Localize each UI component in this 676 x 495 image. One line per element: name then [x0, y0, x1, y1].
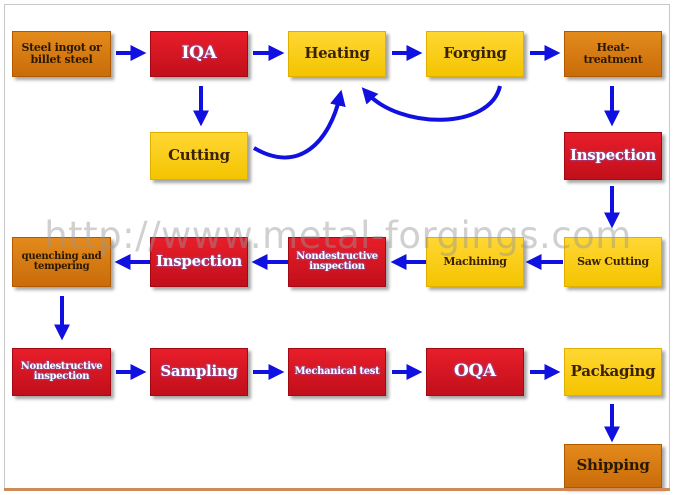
- bottom-rule: [4, 488, 670, 491]
- node-nondestructive-1: Nondestructive inspection: [288, 237, 386, 287]
- node-machining: Machining: [426, 237, 524, 287]
- node-heat-treatment-label: Heat-treatment: [583, 41, 643, 66]
- node-shipping: Shipping: [564, 444, 662, 488]
- node-mechanical-test-label: Mechanical test: [294, 365, 380, 377]
- node-nondestructive-2-label: Nondestructive inspection: [20, 360, 103, 382]
- node-heat-treatment: Heat-treatment: [564, 31, 662, 77]
- node-nondestructive-2: Nondestructive inspection: [12, 348, 111, 396]
- node-inspection-2: Inspection: [150, 237, 248, 287]
- node-inspection-1: Inspection: [564, 132, 662, 180]
- node-steel-ingot: Steel ingot or billet steel: [12, 31, 111, 77]
- node-heating: Heating: [288, 31, 386, 77]
- node-mechanical-test: Mechanical test: [288, 348, 386, 396]
- node-quenching-label: quenching and tempering: [21, 250, 102, 272]
- node-sampling-label: Sampling: [160, 362, 238, 381]
- node-oqa: OQA: [426, 348, 524, 396]
- node-packaging-label: Packaging: [570, 362, 656, 381]
- node-forging: Forging: [426, 31, 524, 77]
- node-sampling: Sampling: [150, 348, 248, 396]
- arrow-cutting-to-heating: [252, 89, 346, 160]
- node-saw-cutting: Saw Cutting: [564, 237, 662, 287]
- node-oqa-label: OQA: [454, 361, 496, 382]
- node-shipping-label: Shipping: [576, 456, 650, 475]
- node-machining-label: Machining: [443, 255, 507, 269]
- node-inspection-1-label: Inspection: [569, 146, 657, 165]
- node-cutting: Cutting: [150, 132, 248, 180]
- node-cutting-label: Cutting: [168, 146, 230, 165]
- node-iqa: IQA: [150, 31, 248, 77]
- node-quenching: quenching and tempering: [12, 237, 111, 287]
- node-nondestructive-1-label: Nondestructive inspection: [296, 250, 378, 272]
- node-heating-label: Heating: [304, 44, 370, 63]
- node-inspection-2-label: Inspection: [155, 252, 243, 271]
- node-packaging: Packaging: [564, 348, 662, 396]
- node-iqa-label: IQA: [181, 43, 217, 64]
- node-forging-label: Forging: [443, 44, 507, 63]
- arrow-forging-back-to-heating: [361, 85, 502, 122]
- node-steel-ingot-label: Steel ingot or billet steel: [21, 41, 102, 66]
- node-saw-cutting-label: Saw Cutting: [577, 255, 649, 269]
